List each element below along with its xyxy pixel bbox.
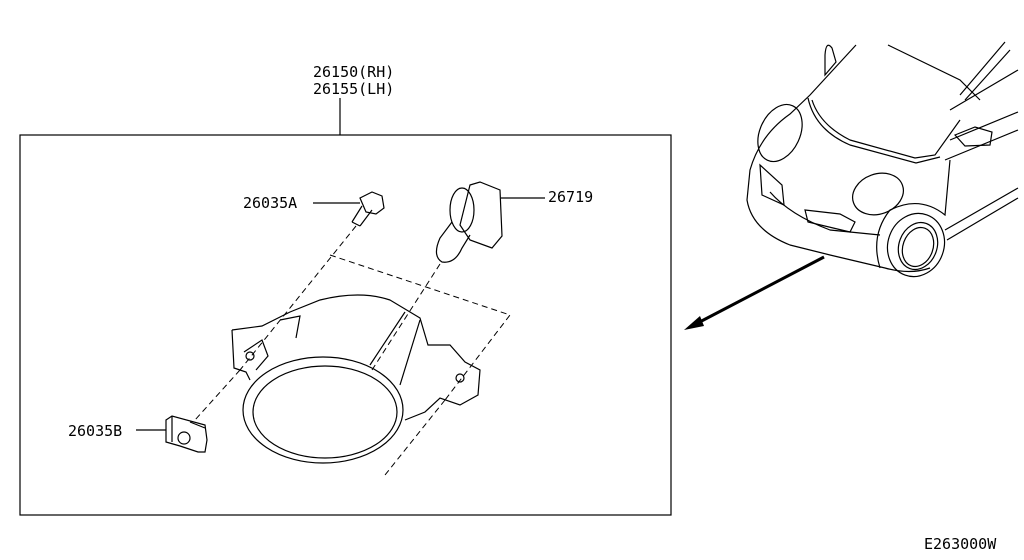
part-label-26035b: 26035B bbox=[68, 422, 122, 440]
guide-line bbox=[371, 263, 441, 371]
assembly-label-lh: 26155(LH) bbox=[313, 80, 394, 98]
part-label-26035a: 26035A bbox=[243, 194, 297, 212]
fog-lamp-icon bbox=[231, 294, 481, 464]
assembly-label-rh: 26150(RH) bbox=[313, 63, 394, 81]
drawing-code: E263000W bbox=[924, 535, 997, 553]
guide-line bbox=[239, 225, 357, 371]
car-front-view-icon bbox=[746, 41, 1019, 278]
clip-icon bbox=[165, 415, 208, 453]
part-label-26719: 26719 bbox=[548, 188, 593, 206]
guide-line bbox=[384, 399, 446, 476]
location-arrow-icon bbox=[684, 255, 825, 330]
screw-icon bbox=[351, 191, 385, 227]
assembly-frame bbox=[19, 134, 672, 516]
guide-line bbox=[194, 369, 241, 421]
bulb-icon bbox=[435, 181, 503, 263]
guide-line bbox=[329, 254, 511, 401]
